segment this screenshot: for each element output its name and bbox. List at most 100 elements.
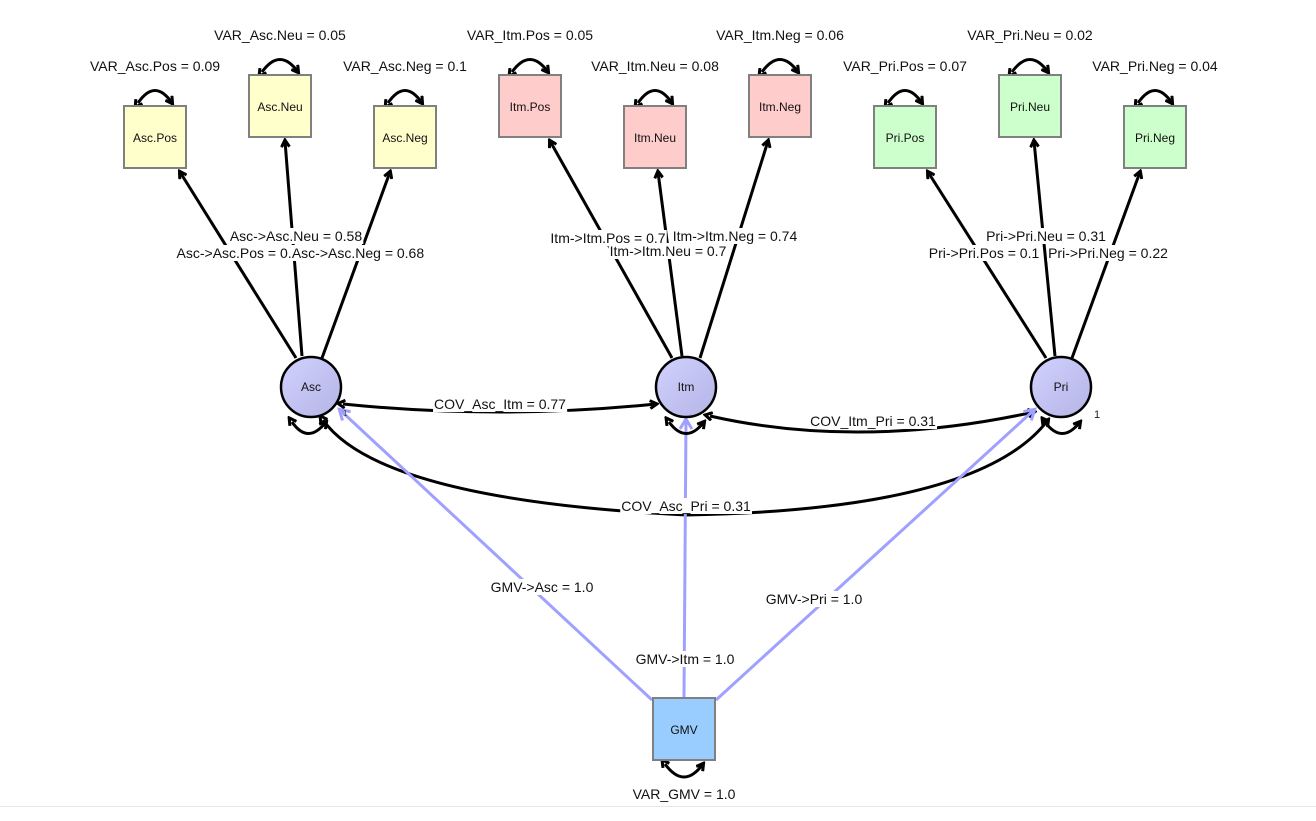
- var-loop-asc-neu: [262, 58, 298, 73]
- loading-label-asc-neg: Asc->Asc.Neg = 0.68: [290, 245, 426, 261]
- variance-label-pri-neu: VAR_Pri.Neu = 0.02: [967, 27, 1093, 43]
- latent-nodes: Asc Itm Pri 1 1: [279, 355, 1100, 421]
- svg-text:Pri->Pri.Neu = 0.31: Pri->Pri.Neu = 0.31: [986, 228, 1106, 244]
- covariance-label-asc-pri: COV_Asc_Pri = 0.31: [620, 498, 752, 514]
- svg-text:VAR_Pri.Neu = 0.02: VAR_Pri.Neu = 0.02: [967, 27, 1093, 43]
- loading-label-asc-pos: Asc->Asc.Pos = 0.5: [175, 245, 301, 261]
- node-gmv[interactable]: GMV: [652, 697, 716, 761]
- node-itm[interactable]: Itm: [654, 355, 718, 419]
- variance-label-asc-neg: VAR_Asc.Neg = 0.1: [343, 58, 467, 74]
- variance-label-asc-neu: VAR_Asc.Neu = 0.05: [214, 27, 346, 43]
- node-asc-neu[interactable]: Asc.Neu: [248, 74, 312, 138]
- latent-variance-mark-pri: 1: [1094, 409, 1100, 421]
- var-loop-pri: [1045, 422, 1080, 435]
- gmv-pri-path: [714, 410, 1034, 702]
- var-loop-itm-neg: [762, 58, 798, 73]
- node-label: Asc.Pos: [133, 131, 177, 145]
- variance-label-pri-neg: VAR_Pri.Neg = 0.04: [1092, 58, 1218, 74]
- node-label: Pri.Neg: [1135, 131, 1175, 145]
- node-itm-pos[interactable]: Itm.Pos: [498, 74, 562, 138]
- svg-text:VAR_Asc.Neu = 0.05: VAR_Asc.Neu = 0.05: [214, 27, 346, 43]
- svg-text:COV_Asc_Pri = 0.31: COV_Asc_Pri = 0.31: [621, 498, 751, 514]
- loading-label-pri-pos: Pri->Pri.Pos = 0.1: [927, 245, 1041, 261]
- indicator-nodes: Asc.Pos Asc.Neu Asc.Neg Itm.Pos Itm.Neu …: [123, 74, 1187, 169]
- node-label: Pri: [1054, 380, 1069, 394]
- loading-asc-neg-path: [320, 172, 390, 359]
- node-label: Asc.Neu: [257, 100, 302, 114]
- svg-text:COV_Itm_Pri = 0.31: COV_Itm_Pri = 0.31: [810, 413, 936, 429]
- node-label: Pri.Pos: [886, 131, 925, 145]
- loading-label-itm-neu: Itm->Itm.Neu = 0.7: [608, 243, 728, 259]
- loading-label-pri-neg: Pri->Pri.Neg = 0.22: [1047, 245, 1170, 261]
- var-loop-pri-neg: [1138, 89, 1172, 104]
- regression-label-gmv-itm: GMV->Itm = 1.0: [634, 651, 736, 667]
- var-loop-pri-neu: [1012, 58, 1048, 73]
- node-itm-neu[interactable]: Itm.Neu: [623, 105, 687, 169]
- var-loop-asc-neg: [388, 89, 422, 104]
- svg-text:VAR_Pri.Neg = 0.04: VAR_Pri.Neg = 0.04: [1092, 58, 1218, 74]
- loading-itm-neg-path: [698, 141, 768, 359]
- covariance-label-itm-pri: COV_Itm_Pri = 0.31: [809, 413, 938, 429]
- loading-asc-pos-path: [180, 172, 298, 359]
- svg-text:Itm->Itm.Neu = 0.7: Itm->Itm.Neu = 0.7: [610, 243, 727, 259]
- loading-itm-neu-path: [658, 172, 684, 357]
- svg-text:Itm->Itm.Neg = 0.74: Itm->Itm.Neg = 0.74: [673, 228, 798, 244]
- loading-edges: [180, 141, 1140, 359]
- loading-pri-neg-path: [1070, 172, 1140, 359]
- node-label: Itm.Pos: [510, 100, 551, 114]
- node-asc-pos[interactable]: Asc.Pos: [123, 105, 187, 169]
- regression-label-gmv-asc: GMV->Asc = 1.0: [489, 579, 595, 595]
- variance-label-pri-pos: VAR_Pri.Pos = 0.07: [843, 58, 967, 74]
- var-loop-asc-pos: [138, 89, 172, 104]
- svg-text:VAR_GMV = 1.0: VAR_GMV = 1.0: [633, 786, 736, 802]
- node-pri-neg[interactable]: Pri.Neg: [1123, 105, 1187, 169]
- node-pri-neu[interactable]: Pri.Neu: [998, 74, 1062, 138]
- gmv-asc-path: [340, 410, 654, 702]
- loading-pri-pos-path: [928, 172, 1048, 359]
- loading-label-asc-neu: Asc->Asc.Neu = 0.58: [228, 228, 364, 244]
- loading-pri-neu-path: [1034, 141, 1057, 357]
- node-label: Pri.Neu: [1010, 100, 1050, 114]
- covariance-label-asc-itm: COV_Asc_Itm = 0.77: [433, 396, 568, 412]
- node-label: GMV: [670, 723, 697, 737]
- svg-text:VAR_Itm.Pos = 0.05: VAR_Itm.Pos = 0.05: [467, 27, 593, 43]
- svg-text:COV_Asc_Itm = 0.77: COV_Asc_Itm = 0.77: [434, 396, 566, 412]
- svg-text:VAR_Pri.Pos = 0.07: VAR_Pri.Pos = 0.07: [843, 58, 967, 74]
- svg-text:VAR_Itm.Neu = 0.08: VAR_Itm.Neu = 0.08: [591, 58, 719, 74]
- node-asc[interactable]: Asc: [279, 355, 343, 419]
- regression-label-gmv-pri: GMV->Pri = 1.0: [764, 591, 864, 607]
- node-label: Itm.Neg: [759, 100, 801, 114]
- svg-text:GMV->Asc = 1.0: GMV->Asc = 1.0: [491, 579, 594, 595]
- node-label: Itm: [678, 380, 695, 394]
- svg-text:Asc->Asc.Pos = 0.5: Asc->Asc.Pos = 0.5: [177, 245, 300, 261]
- svg-text:Asc->Asc.Neu = 0.58: Asc->Asc.Neu = 0.58: [230, 228, 363, 244]
- node-pri-pos[interactable]: Pri.Pos: [873, 105, 937, 169]
- svg-text:Pri->Pri.Pos = 0.1: Pri->Pri.Pos = 0.1: [929, 245, 1040, 261]
- node-label: Asc.Neg: [382, 131, 427, 145]
- loading-label-itm-pos: Itm->Itm.Pos = 0.7: [549, 230, 667, 246]
- var-loop-itm: [669, 422, 704, 435]
- node-label: Itm.Neu: [634, 131, 676, 145]
- svg-text:VAR_Asc.Neg = 0.1: VAR_Asc.Neg = 0.1: [343, 58, 467, 74]
- svg-text:Pri->Pri.Neg = 0.22: Pri->Pri.Neg = 0.22: [1048, 245, 1168, 261]
- variance-loops: [138, 58, 1172, 779]
- variance-label-asc-pos: VAR_Asc.Pos = 0.09: [90, 58, 220, 74]
- svg-text:GMV->Itm = 1.0: GMV->Itm = 1.0: [636, 651, 735, 667]
- svg-text:Itm->Itm.Pos = 0.7: Itm->Itm.Pos = 0.7: [550, 230, 665, 246]
- variance-label-itm-neu: VAR_Itm.Neu = 0.08: [591, 58, 719, 74]
- var-loop-pri-pos: [888, 89, 922, 104]
- node-itm-neg[interactable]: Itm.Neg: [748, 74, 812, 138]
- svg-text:VAR_Asc.Pos = 0.09: VAR_Asc.Pos = 0.09: [90, 58, 220, 74]
- var-loop-itm-pos: [512, 58, 548, 73]
- svg-text:Asc->Asc.Neg = 0.68: Asc->Asc.Neg = 0.68: [292, 245, 425, 261]
- latent-variance-mark-asc: 1: [343, 409, 348, 418]
- node-pri[interactable]: Pri: [1029, 355, 1093, 419]
- svg-text:VAR_Itm.Neg = 0.06: VAR_Itm.Neg = 0.06: [716, 27, 844, 43]
- var-loop-asc: [292, 422, 326, 435]
- node-asc-neg[interactable]: Asc.Neg: [373, 105, 437, 169]
- loading-label-pri-neu: Pri->Pri.Neu = 0.31: [985, 228, 1108, 244]
- variance-label-itm-pos: VAR_Itm.Pos = 0.05: [467, 27, 593, 43]
- node-label: Asc: [301, 380, 321, 394]
